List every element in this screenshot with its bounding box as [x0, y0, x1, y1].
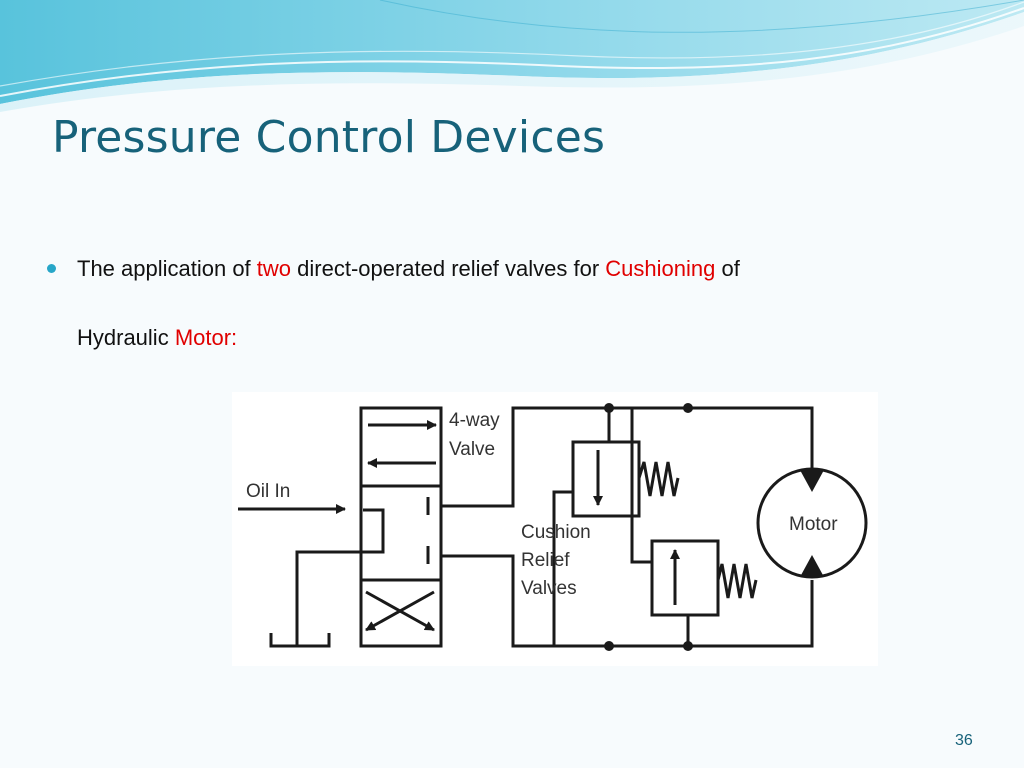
four-way-valve [359, 406, 443, 648]
bullet-text-part: direct-operated relief valves for [291, 256, 606, 281]
slide-title: Pressure Control Devices [52, 112, 606, 163]
motor-label: Motor [789, 514, 838, 535]
cushion-relief-valve-1 [571, 440, 641, 518]
bullet-line-1: The application of two direct-operated r… [77, 256, 740, 282]
cushion-label-line2: Relief [521, 550, 570, 571]
bullet-text-part: of [715, 256, 740, 281]
highlight-two: two [256, 256, 292, 281]
header-wave-decoration [0, 0, 1024, 112]
bullet-text-part: The application of [77, 256, 257, 281]
highlight-motor: Motor: [174, 325, 238, 350]
slide-number: 36 [955, 732, 973, 749]
cushion-label-line1: Cushion [521, 522, 591, 543]
valve-label-line1: 4-way [449, 410, 500, 431]
valve-label-line2: Valve [449, 439, 495, 460]
bullet-dot [47, 264, 56, 273]
cushion-relief-valve-2 [650, 539, 720, 617]
bullet-line-2: Hydraulic Motor: [77, 325, 237, 351]
cushion-label-line3: Valves [521, 578, 577, 599]
oil-in-label: Oil In [246, 481, 290, 502]
highlight-cushioning: Cushioning [605, 256, 716, 281]
bullet-text-part: Hydraulic [77, 325, 175, 350]
